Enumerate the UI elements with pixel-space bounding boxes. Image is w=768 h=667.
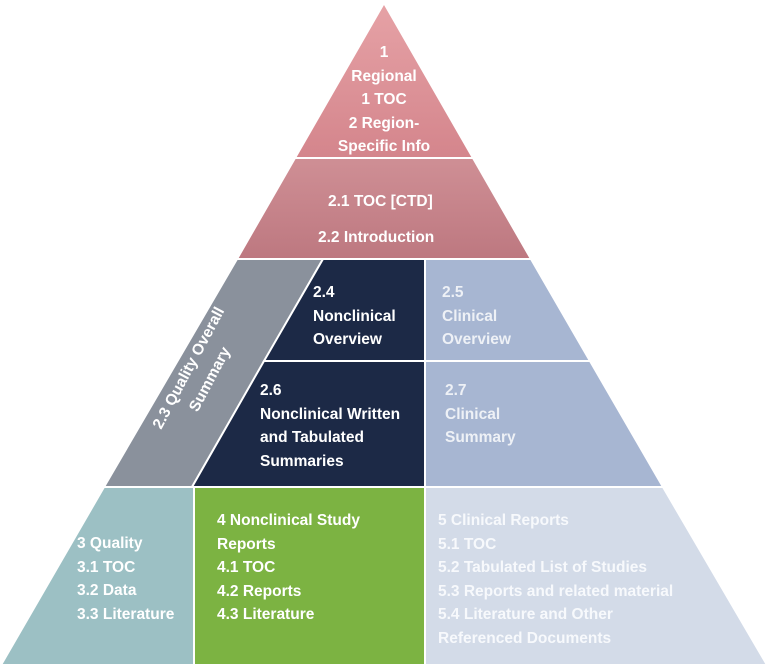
regional-line: 1 — [379, 44, 389, 61]
ctd-label: 2.1 TOC [CTD] 2.2 Introduction — [318, 190, 434, 249]
nonclinical-module-line: 4.2 Reports — [217, 582, 302, 600]
nonclinical-summaries-line: Nonclinical Written — [260, 405, 401, 423]
regional-line: Regional — [351, 67, 417, 85]
quality-module-line: 3 Quality — [77, 535, 143, 552]
clinical-overview-line: Clinical — [442, 307, 498, 325]
nonclinical-summaries-label: 2.6 Nonclinical Written and Tabulated Su… — [260, 379, 400, 473]
clinical-overview-line: Overview — [442, 331, 511, 348]
nonclinical-overview-line: Overview — [313, 331, 382, 348]
nonclinical-module-line: Reports — [217, 535, 276, 553]
regional-line: 2 Region- — [348, 114, 420, 132]
quality-module-line: 3.2 Data — [77, 582, 137, 599]
clinical-module-line: 5 Clinical Reports — [438, 512, 569, 529]
nonclinical-overview-label: 2.4 Nonclinical Overview — [313, 281, 396, 352]
quality-module-line: 3.3 Literature — [77, 605, 175, 623]
regional-line: Specific Info — [337, 138, 431, 155]
nonclinical-module-line: 4 Nonclinical Study — [217, 512, 360, 529]
regional-line: 1 TOC — [361, 91, 407, 108]
clinical-module-line: 5.3 Reports and related material — [438, 582, 674, 600]
nonclinical-summaries-line: and Tabulated — [260, 429, 364, 446]
clinical-module-line: 5.1 TOC — [438, 535, 497, 553]
nonclinical-summaries-line: Summaries — [260, 452, 344, 470]
clinical-summary-label: 2.7 Clinical Summary — [445, 379, 516, 450]
clinical-module-shape — [424, 486, 768, 666]
nonclinical-module-line: 4.1 TOC — [217, 559, 276, 576]
ctd-line: 2.2 Introduction — [318, 228, 435, 246]
nonclinical-overview-line: Nonclinical — [313, 307, 396, 325]
clinical-overview-line: 2.5 — [442, 284, 464, 301]
quality-module-label: 3 Quality 3.1 TOC 3.2 Data 3.3 Literatur… — [77, 532, 174, 626]
clinical-module-label: 5 Clinical Reports 5.1 TOC 5.2 Tabulated… — [438, 509, 673, 650]
clinical-summary-line: 2.7 — [445, 382, 467, 399]
nonclinical-module-line: 4.3 Literature — [217, 606, 315, 623]
clinical-summary-line: Clinical — [445, 405, 501, 423]
ctd-line: 2.1 TOC [CTD] — [328, 193, 433, 210]
nonclinical-overview-line: 2.4 — [313, 284, 335, 301]
clinical-module-line: 5.4 Literature and Other — [438, 606, 613, 623]
nonclinical-summaries-line: 2.6 — [260, 382, 282, 399]
nonclinical-module-label: 4 Nonclinical Study Reports 4.1 TOC 4.2 … — [217, 509, 360, 627]
quality-module-line: 3.1 TOC — [77, 558, 136, 576]
clinical-overview-label: 2.5 Clinical Overview — [442, 281, 511, 352]
regional-label: 1 Regional 1 TOC 2 Region- Specific Info — [320, 41, 448, 159]
clinical-module-line: 5.2 Tabulated List of Studies — [438, 559, 647, 576]
clinical-module-line: Referenced Documents — [438, 629, 612, 647]
clinical-summary-line: Summary — [445, 429, 516, 446]
